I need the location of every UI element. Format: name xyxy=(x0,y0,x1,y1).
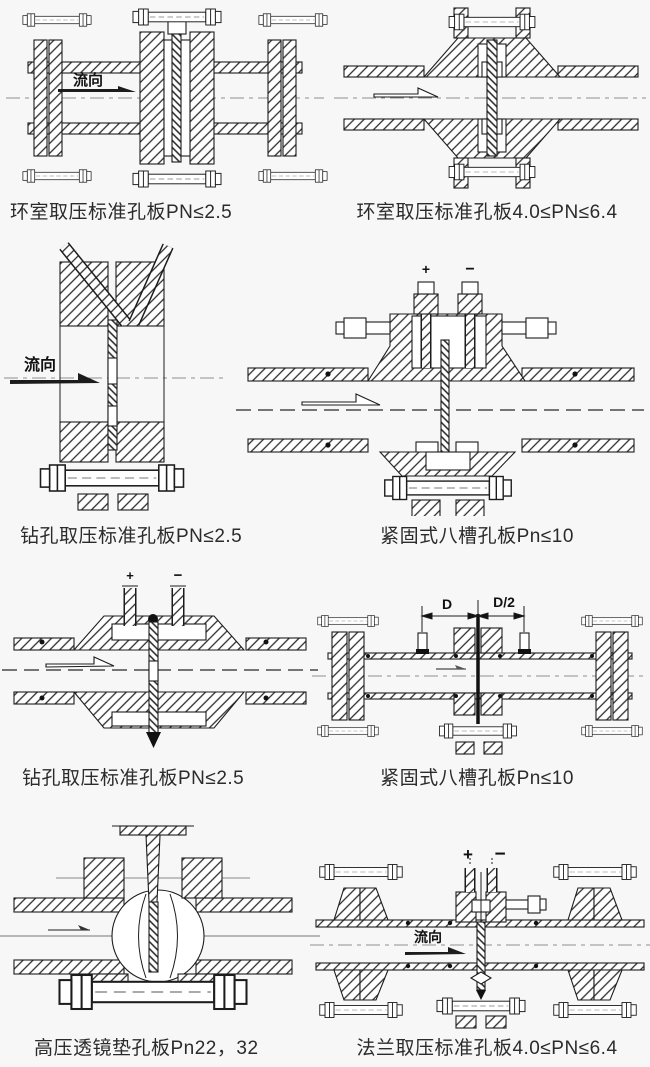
flange-pair-left xyxy=(319,864,403,1018)
flow-arrow xyxy=(45,656,115,668)
tap-block-right xyxy=(181,857,223,899)
figure-drilled-tap-orifice-v: 流向 xyxy=(0,240,230,520)
pipe xyxy=(343,65,639,131)
flow-arrow xyxy=(436,665,466,670)
dimension-d-half-label: D/2 xyxy=(493,594,515,610)
clamp-bottom xyxy=(436,997,526,1029)
figure-annular-orifice-pn64 xyxy=(330,0,650,196)
tap-stub-right xyxy=(518,632,531,654)
bolt-assembly-bottom xyxy=(58,973,248,1011)
plus-tap-label: + xyxy=(126,568,134,583)
flow-direction-label: 流向 xyxy=(24,355,56,374)
dimension-d-label: D xyxy=(442,596,452,612)
flow-arrow xyxy=(48,925,90,931)
figure-caption: 高压透镜垫孔板Pn22，32 xyxy=(34,1038,259,1059)
clamp-bottom xyxy=(448,157,536,189)
stem xyxy=(112,825,194,973)
weld-dots xyxy=(325,371,578,448)
flow-arrow xyxy=(373,87,439,98)
flange-pair-right xyxy=(553,864,637,1018)
minus-tap-label: − xyxy=(174,567,183,584)
weld-dots xyxy=(405,920,539,969)
tap-fitting xyxy=(455,858,507,925)
tap-stub-left xyxy=(416,632,429,654)
figure-d-d2-tap-orifice: D D/2 xyxy=(310,576,650,762)
figure-caption: 钻孔取压标准孔板PN≤2.5 xyxy=(20,526,243,547)
weld-dots xyxy=(39,639,269,701)
figure-caption: 环室取压标准孔板4.0≤PN≤6.4 xyxy=(356,202,618,223)
plus-tap-label: + xyxy=(463,845,473,864)
pressure-tap-right xyxy=(457,281,483,368)
pressure-tap-right xyxy=(170,585,186,626)
pressure-tap-left xyxy=(413,281,439,368)
orifice-plate xyxy=(486,39,498,157)
plus-tap-label: + xyxy=(422,261,430,277)
clamp-top xyxy=(448,7,536,39)
clamp-bottom xyxy=(384,475,512,516)
flow-arrow xyxy=(58,86,136,92)
pipe xyxy=(13,637,307,705)
figure-caption: 环室取压标准孔板PN≤2.5 xyxy=(10,202,233,223)
tap-tube-right xyxy=(128,243,174,326)
flange-pair-left xyxy=(317,615,379,737)
orifice-plate xyxy=(146,621,161,748)
side-bolt-left xyxy=(335,317,391,339)
figure-caption: 紧固式八槽孔板Pn≤10 xyxy=(380,526,574,547)
bolt-assembly-bottom xyxy=(39,464,185,511)
flange-pair-right xyxy=(581,615,643,737)
weld-dots xyxy=(366,654,594,698)
figure-flange-tap-orifice: + − 流向 xyxy=(310,830,650,1030)
pipe-bore xyxy=(59,326,165,422)
orifice-plate xyxy=(107,319,118,451)
flow-arrow xyxy=(405,947,466,955)
pipe xyxy=(247,367,635,453)
figure-caption: 钻孔取压标准孔板PN≤2.5 xyxy=(22,768,245,789)
minus-tap-label: − xyxy=(465,261,474,278)
tap-tube-left xyxy=(59,242,131,327)
orifice-plate xyxy=(469,921,493,1000)
body xyxy=(72,615,246,729)
side-bolt xyxy=(505,895,547,914)
orifice-plate xyxy=(148,901,159,973)
pressure-tap-left xyxy=(122,585,138,626)
annular-chamber-assembly xyxy=(139,19,215,165)
pipe xyxy=(327,652,633,700)
minus-tap-label: − xyxy=(494,844,505,865)
figure-annular-orifice-pn25: 流向 xyxy=(0,0,330,196)
dimension-lines xyxy=(420,600,526,632)
flange-pair-left xyxy=(33,39,63,157)
orifice-clamp xyxy=(439,614,517,755)
flange-block-bottom xyxy=(59,421,165,463)
flange-pair-right xyxy=(267,39,297,157)
figure-clamped-slot-orifice: + − xyxy=(230,250,650,516)
flow-arrow xyxy=(301,393,381,406)
tap-block-left xyxy=(83,857,125,899)
figure-caption: 法兰取压标准孔板4.0≤PN≤6.4 xyxy=(356,1038,618,1059)
flow-arrow xyxy=(10,373,100,384)
body-bottom xyxy=(378,451,517,477)
orifice-plate xyxy=(171,33,182,163)
flow-direction-label: 流向 xyxy=(73,71,103,89)
figure-caption: 紧固式八槽孔板Pn≤10 xyxy=(380,768,574,789)
figure-lens-gasket-orifice xyxy=(0,810,320,1028)
side-bolt-right xyxy=(501,317,557,339)
figure-drilled-tap-orifice-welded: + − xyxy=(0,566,320,762)
flow-direction-label: 流向 xyxy=(414,929,442,945)
